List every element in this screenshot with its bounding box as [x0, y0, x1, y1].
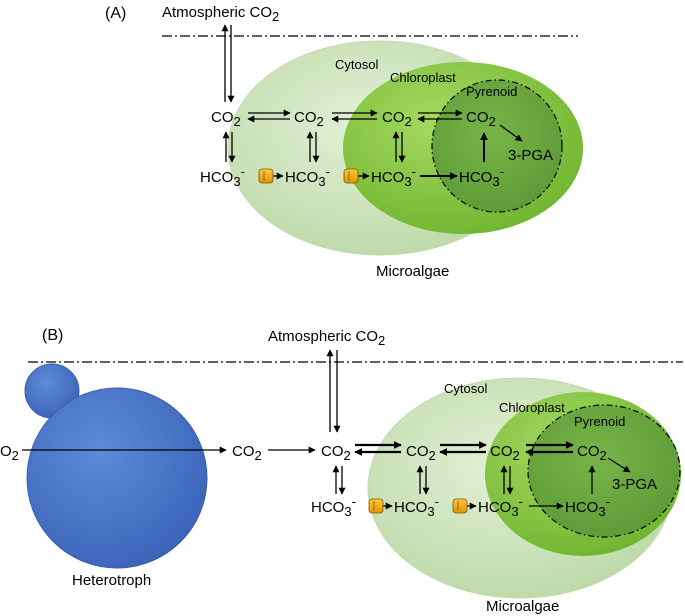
panel-a-label: (A) [105, 5, 126, 22]
hco3-chloroplast-label: HCO3- [371, 164, 416, 189]
pyrenoid-label: Pyrenoid [466, 84, 517, 99]
transporter-b1 [368, 498, 384, 514]
transporter-a1 [258, 168, 274, 184]
hco3-pyrenoid-label-b: HCO3- [565, 494, 610, 519]
panel-b-arrows [22, 349, 631, 510]
co2-atm-label: CO2 [211, 109, 241, 129]
atmospheric-co2-label: Atmospheric CO2 [162, 4, 279, 24]
microalgae-label-b: Microalgae [486, 598, 559, 615]
panel-a: (A) Atmospheric CO2 Cytosol Chloroplast … [105, 4, 583, 280]
arrow-to-pga-b [607, 457, 631, 473]
co2-cytosol-label: CO2 [294, 109, 324, 129]
microalgae-label: Microalgae [376, 263, 449, 280]
pga-label: 3-PGA [508, 147, 553, 164]
heterotroph-label: Heterotroph [72, 572, 151, 589]
co2-heterotroph-label: CO2 [232, 443, 262, 463]
transporter-a2 [343, 168, 359, 184]
pga-label-b: 3-PGA [612, 476, 657, 493]
cytosol-label: Cytosol [335, 57, 378, 72]
pyrenoid-region [431, 79, 563, 213]
atmospheric-co2-label-b: Atmospheric CO2 [268, 328, 385, 348]
arrow-to-pga [499, 124, 523, 142]
heterotroph-cell [24, 363, 208, 569]
co2-chloroplast-label-b: CO2 [490, 443, 520, 463]
hco3-outer-label: HCO3- [200, 164, 245, 189]
cytosol-label-b: Cytosol [444, 381, 487, 396]
hco3-pyrenoid-label: HCO3- [459, 164, 504, 189]
pyrenoid-label-b: Pyrenoid [574, 414, 625, 429]
panel-a-arrows [221, 24, 523, 180]
hco3-cytosol-label-b: HCO3- [394, 494, 439, 519]
panel-b: (B) Atmospheric CO2 Heterotroph Cytosol … [0, 327, 683, 615]
svg-text:Atmospheric CO2: Atmospheric CO2 [268, 328, 385, 348]
co2-pyrenoid-label-b: CO2 [577, 443, 607, 463]
pyrenoid-region-b [527, 404, 681, 538]
co2-outer-label-b: CO2 [321, 443, 351, 463]
hco3-cytosol-label: HCO3- [285, 164, 330, 189]
transporter-b2 [452, 498, 468, 514]
chloroplast-label: Chloroplast [390, 70, 456, 85]
hco3-chloroplast-label-b: HCO3- [478, 494, 523, 519]
co2-cytosol-label-b: CO2 [406, 443, 436, 463]
hco3-outer-label-b: HCO3- [311, 494, 356, 519]
svg-text:Atmospheric CO2: Atmospheric CO2 [162, 4, 279, 24]
co2-pyrenoid-label: CO2 [466, 109, 496, 129]
o2-label: O2 [0, 443, 19, 463]
chloroplast-label-b: Chloroplast [499, 400, 565, 415]
panel-b-label: (B) [42, 327, 63, 344]
co2-chloroplast-label: CO2 [382, 109, 412, 129]
